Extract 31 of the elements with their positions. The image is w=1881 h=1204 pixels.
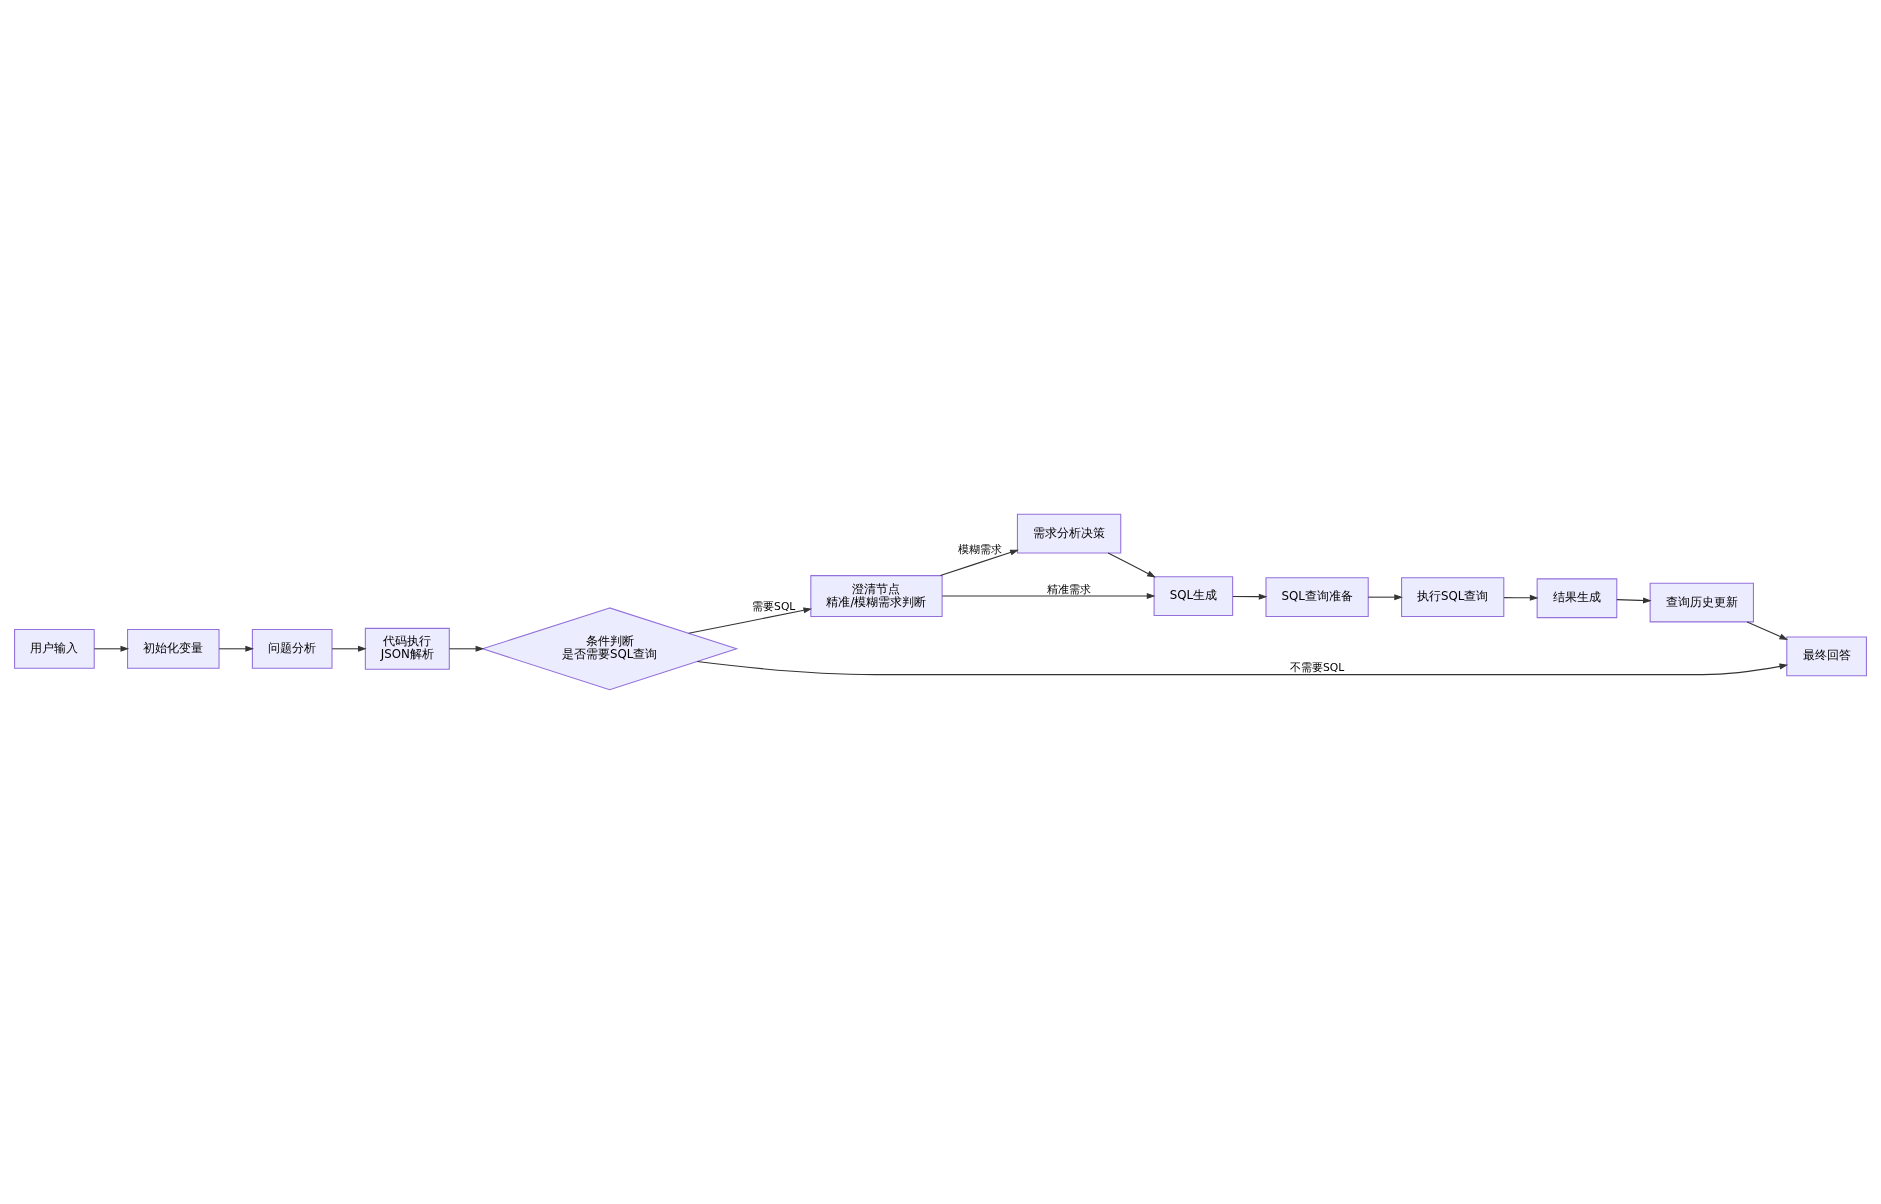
- node-box: 代码执行 JSON解析: [364, 627, 450, 670]
- arrow: [1746, 621, 1789, 640]
- node-box: 需求分析决策: [1016, 513, 1122, 554]
- edge-label: 模糊需求: [957, 543, 1002, 557]
- arrow: [1503, 594, 1539, 601]
- arrow: [939, 549, 1019, 576]
- node-box: 最终回答: [1786, 636, 1867, 677]
- node-box: 初始化变量: [127, 628, 220, 669]
- arrow: [93, 645, 130, 652]
- arrow: [218, 645, 254, 652]
- node-box: 用户输入: [14, 628, 95, 669]
- node-box: 执行SQL查询: [1401, 577, 1505, 618]
- arrow: [1367, 594, 1403, 601]
- arrow: [448, 645, 485, 652]
- arrow: [688, 607, 813, 634]
- node-box: 查询历史更新: [1649, 582, 1754, 623]
- edge-label: 需要SQL: [752, 600, 796, 614]
- node-box: SQL生成: [1153, 576, 1234, 616]
- edge-label: 精准需求: [1047, 582, 1092, 596]
- edge-label: 不需要SQL: [1289, 661, 1345, 675]
- node-box: 澄清节点 精准/模糊需求判断: [810, 575, 943, 618]
- node-diamond: 条件判断 是否需要SQL查询: [480, 607, 739, 691]
- arrow: [1232, 593, 1268, 600]
- node-box: 问题分析: [251, 628, 333, 669]
- arrow: [1107, 552, 1156, 578]
- arrow: [941, 593, 1156, 600]
- arrow: [331, 645, 367, 652]
- node-box: SQL查询准备: [1265, 577, 1369, 618]
- arrow: [1616, 597, 1652, 604]
- node-box: 结果生成: [1536, 578, 1618, 619]
- arrow: [696, 661, 1789, 676]
